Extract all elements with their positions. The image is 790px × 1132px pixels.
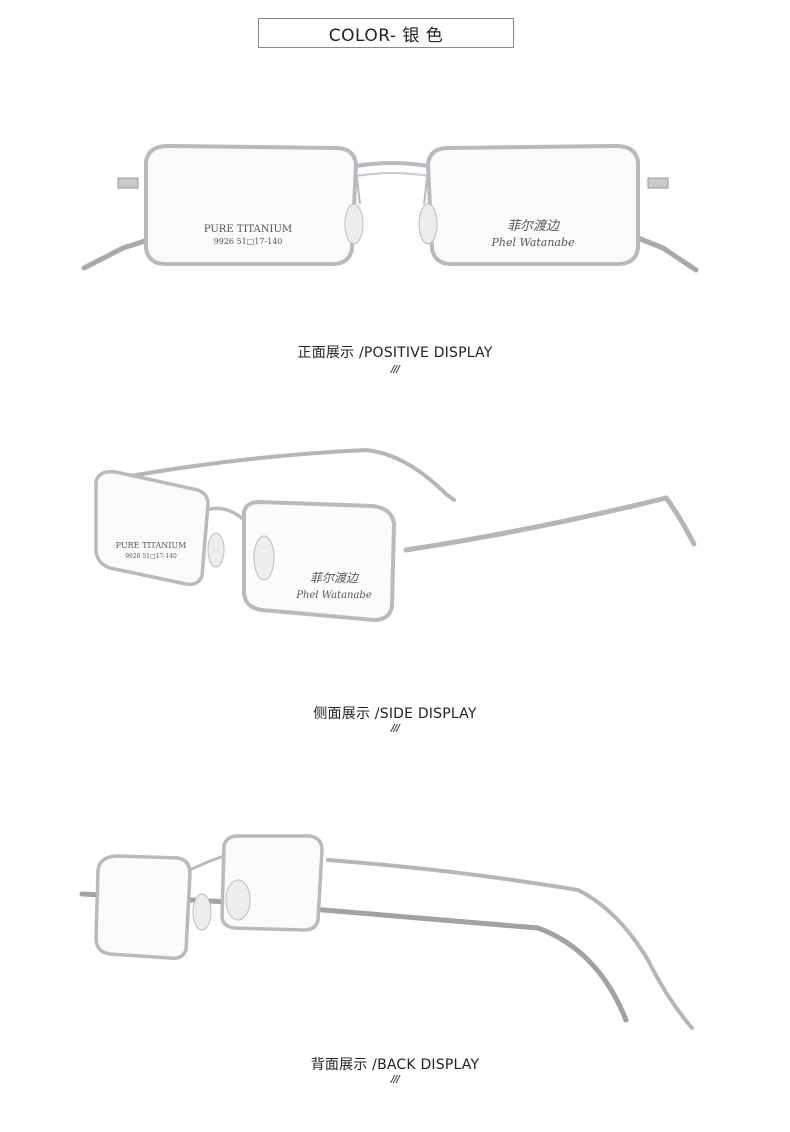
color-label: COLOR- 银 色 [328,25,444,46]
glasses-front-view-image: PURE TITANIUM 9926 51□17-140 菲尔渡边 Phel W… [81,143,699,273]
back-view-divider: /// [391,1074,400,1085]
front-view-divider: /// [391,364,400,375]
side-lens-text-right-brand-en: Phel Watanabe [295,590,372,601]
side-lens-text-left-line1: PURE TITANIUM [116,541,187,550]
lens-text-left-line2: 9926 51□17-140 [214,237,283,246]
lens-text-right-brand-cn: 菲尔渡边 [507,219,561,234]
glasses-back-view-image [79,834,694,1030]
back-view-caption: 背面展示 /BACK DISPLAY [310,1057,480,1073]
lens-text-left-line1: PURE TITANIUM [204,224,292,235]
side-view-divider: /// [391,723,400,734]
color-label-box: COLOR- 银 色 [258,18,514,48]
side-lens-text-left-line2: 9926 51□17-140 [125,553,177,560]
side-view-caption: 侧面展示 /SIDE DISPLAY [313,706,477,722]
lens-text-right-brand-en: Phel Watanabe [490,236,575,249]
front-view-caption: 正面展示 /POSITIVE DISPLAY [297,345,493,361]
glasses-side-view-image: PURE TITANIUM 9926 51□17-140 菲尔渡边 Phel W… [94,447,697,623]
side-lens-text-right-brand-cn: 菲尔渡边 [310,571,360,585]
